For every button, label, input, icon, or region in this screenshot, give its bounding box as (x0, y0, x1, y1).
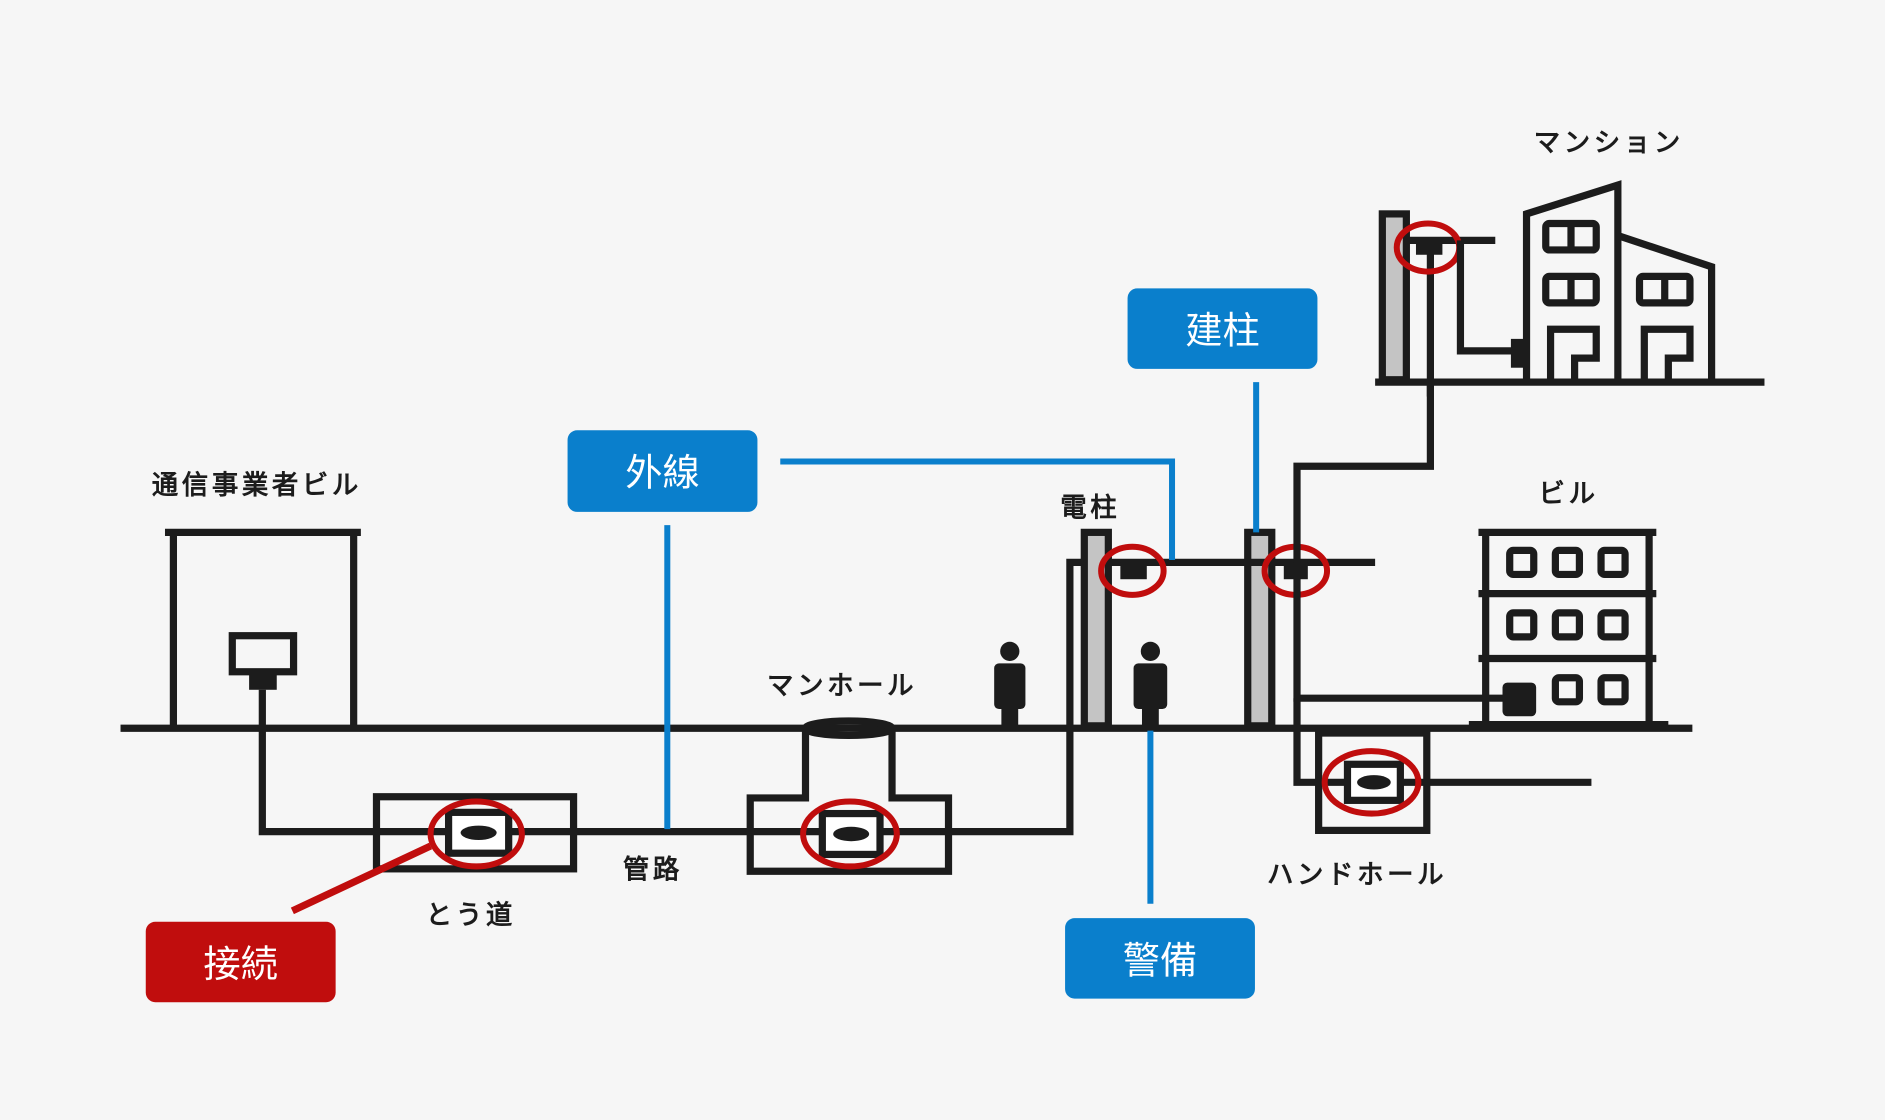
tunnel-label: とう道 (426, 900, 516, 931)
utility-pole-icon (1378, 210, 1410, 384)
tag-outside-plant-text: 外線 (625, 450, 700, 494)
terminal-box-icon (1510, 338, 1526, 368)
drop-cable-mansion-entry (1456, 240, 1517, 355)
manhole-icon (746, 717, 953, 875)
splice-point-ring (800, 798, 900, 870)
person-icon (994, 641, 1026, 729)
mansion-label: マンション (1534, 127, 1684, 158)
utility-pole-label: 電柱 (1060, 493, 1120, 524)
tag-security-text: 警備 (1123, 938, 1198, 982)
underground-cable (258, 558, 1094, 836)
handhole-cable (1293, 698, 1592, 786)
mansion-building-icon (1522, 180, 1716, 380)
closure-icon (1415, 240, 1443, 255)
conduit-label: 管路 (623, 854, 683, 885)
callout-line-outside-plant-aerial (780, 458, 1176, 560)
tag-outside-plant[interactable]: 外線 (567, 430, 758, 512)
manhole-label: マンホール (767, 671, 917, 702)
carrier-building-icon (164, 528, 361, 729)
handhole-icon (1315, 729, 1431, 834)
splice-point-ring (1321, 748, 1422, 817)
closure-icon (1120, 562, 1147, 580)
splice-point-ring (1098, 543, 1167, 598)
tag-security[interactable]: 警備 (1065, 918, 1255, 999)
office-building-icon (1468, 528, 1669, 729)
tag-pole-installation[interactable]: 建柱 (1127, 288, 1318, 369)
tunnel-icon (372, 793, 578, 873)
callout-line-splicing (290, 842, 433, 915)
tag-splicing[interactable]: 接続 (145, 921, 336, 1003)
splice-point-ring (427, 798, 525, 870)
drop-cable-mansion (1293, 240, 1435, 563)
person-icon (1133, 641, 1168, 729)
handhole-label: ハンドホール (1267, 859, 1447, 890)
tag-splicing-text: 接続 (203, 942, 278, 986)
carrier-building-label: 通信事業者ビル (152, 470, 362, 501)
tag-pole-installation-text: 建柱 (1185, 309, 1260, 353)
building-label: ビル (1539, 478, 1599, 509)
